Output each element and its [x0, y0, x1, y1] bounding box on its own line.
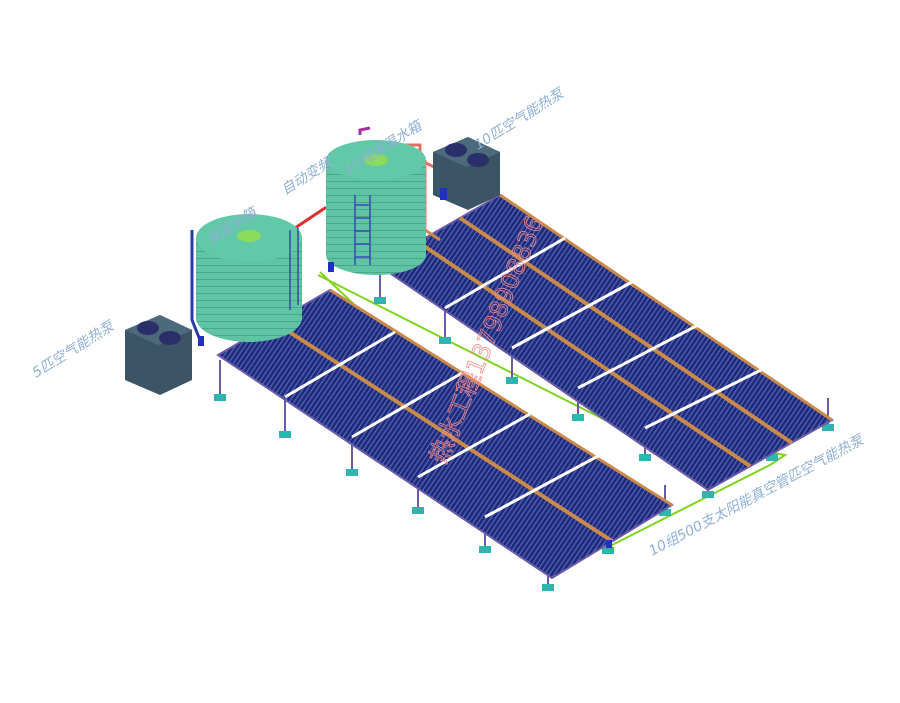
pumps — [198, 188, 612, 548]
fan-icon — [467, 153, 489, 167]
water-tank-small — [196, 214, 302, 342]
fan-icon — [445, 143, 467, 157]
support-feet — [214, 297, 834, 591]
label-heat-pump-small: 5匹空气能热泵 — [30, 318, 119, 382]
heat-pump-large — [433, 137, 500, 210]
fan-icon — [137, 321, 159, 335]
ladder — [354, 195, 371, 265]
collector-array-left — [216, 288, 674, 580]
fan-icon — [159, 331, 181, 345]
collector-array-right — [376, 193, 834, 492]
water-tank-large — [326, 140, 426, 275]
heat-pump-small — [125, 315, 192, 395]
label-heat-pump-large: 10匹空气能热泵 — [472, 85, 569, 154]
